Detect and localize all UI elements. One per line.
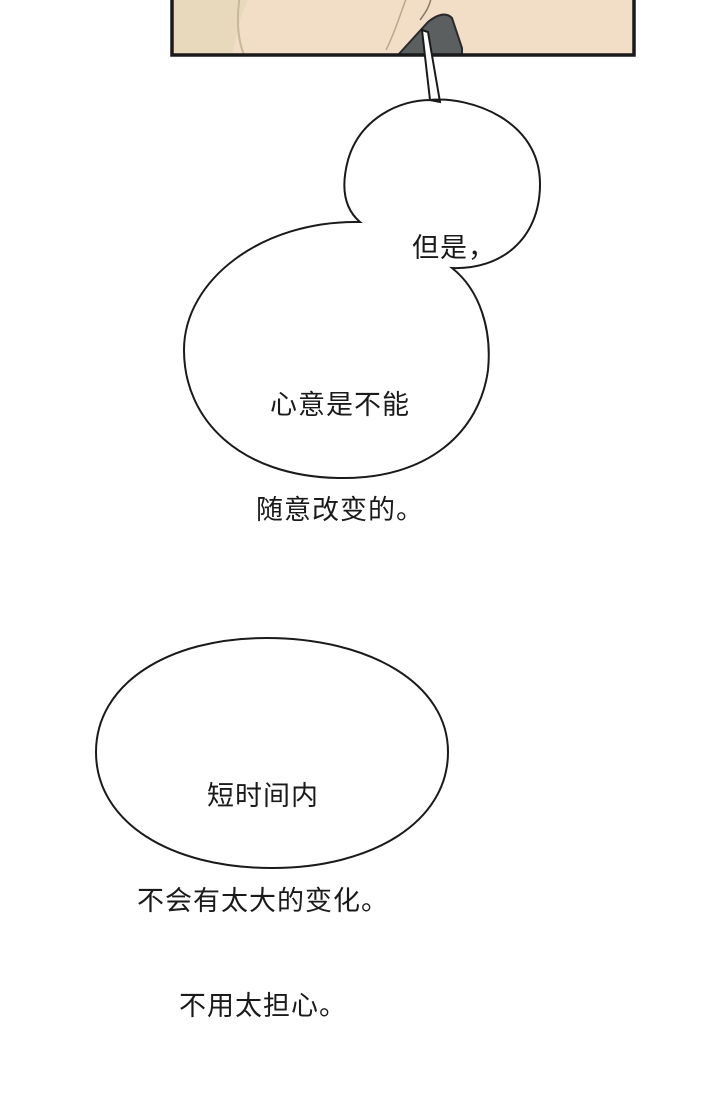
speech-bubble-group-1 bbox=[94, 28, 542, 869]
bubble-text-2: 心意是不能 随意改变的。 bbox=[256, 318, 424, 598]
speech-bubble-2 bbox=[94, 636, 450, 869]
bubble-text-1: 但是， bbox=[412, 161, 496, 336]
bubble-text-3-line-2: 不会有太大的变化。 bbox=[137, 886, 389, 917]
panel-art-contour-left bbox=[236, 0, 245, 56]
bubble-text-3-line-1: 短时间内 bbox=[207, 781, 319, 812]
panel-art-clothing bbox=[395, 13, 463, 56]
bubble-text-3: 短时间内 不会有太大的变化。 不用太担心。 bbox=[128, 709, 398, 1094]
bubble-text-3-line-3: 不用太担心。 bbox=[179, 991, 347, 1022]
comic-artwork bbox=[94, 0, 636, 869]
bubble-text-2-line-1: 心意是不能 bbox=[270, 390, 410, 421]
panel-art-light-area bbox=[172, 0, 248, 55]
comic-page: 但是， 心意是不能 随意改变的。 短时间内 不会有太大的变化。 不用太担心。 bbox=[94, 0, 636, 1022]
top-panel bbox=[170, 0, 636, 57]
speech-bubble-1 bbox=[182, 28, 542, 480]
panel-art-contour-right bbox=[419, 0, 432, 21]
bubble-text-2-line-2: 随意改变的。 bbox=[256, 495, 424, 526]
panel-art-contour-mid bbox=[385, 0, 407, 51]
panel-frame bbox=[170, 0, 636, 57]
bubble-text-1-line-1: 但是， bbox=[412, 233, 496, 264]
